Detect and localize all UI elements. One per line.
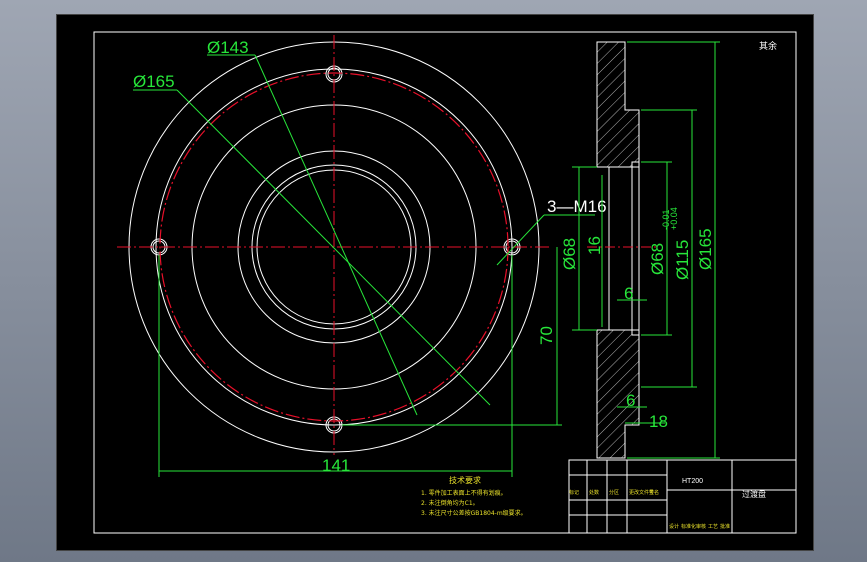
dim-thread: 3—M16 [547,197,607,216]
title-part-name: 过渡盘 [742,489,766,499]
dim-141: 141 [322,456,350,475]
dim-6a: 6 [624,284,633,303]
title-block [568,459,797,534]
title-row-label-3: 更改文件号 [629,489,654,496]
dim-d68-right: Ø68 [648,243,667,275]
section-view [587,41,657,459]
section-leaders [572,41,720,459]
tech-title: 技术要求 [449,475,481,485]
dim-d165-left: Ø165 [133,72,175,91]
drawing-canvas: Ø143 Ø165 3—M16 141 70 [56,14,814,551]
title-bottom-label-2: 审核 [696,523,706,530]
dim-d115-tol: +0.04 [669,207,679,230]
front-view-leaders [133,54,595,477]
title-row-label-4: 签名 [649,489,659,496]
tech-item-2: 2. 未注倒角均为C1。 [421,499,479,507]
title-bottom-label-3: 工艺 [708,524,718,530]
tech-item-3: 3. 未注尺寸公差按GB1804-m级要求。 [421,509,527,517]
dim-tol-small: -0.01 [661,209,671,230]
dim-6b: 6 [626,391,635,410]
tech-item-1: 1. 零件加工表面上不得有划痕。 [421,489,507,497]
title-row-label-2: 分区 [609,489,619,496]
title-bottom-label-1: 标准化 [681,523,696,530]
dim-18: 18 [649,412,668,431]
dim-d165-right: Ø165 [696,228,715,270]
title-row-label-0: 标记 [569,489,579,496]
corner-mark: 其余 [759,40,777,51]
title-bottom-label-0: 设计 [669,523,679,530]
dim-d143: Ø143 [207,38,249,57]
title-row-label-1: 处数 [589,489,599,496]
title-bottom-label-4: 批准 [720,523,730,530]
dim-16: 16 [585,236,604,255]
dim-d68-left: Ø68 [560,238,579,270]
drawing-frame [93,31,797,534]
dim-d115: Ø115 [673,240,692,280]
dim-70: 70 [537,326,556,345]
title-material: HT200 [682,478,703,485]
cad-drawing: Ø143 Ø165 3—M16 141 70 [93,31,797,534]
